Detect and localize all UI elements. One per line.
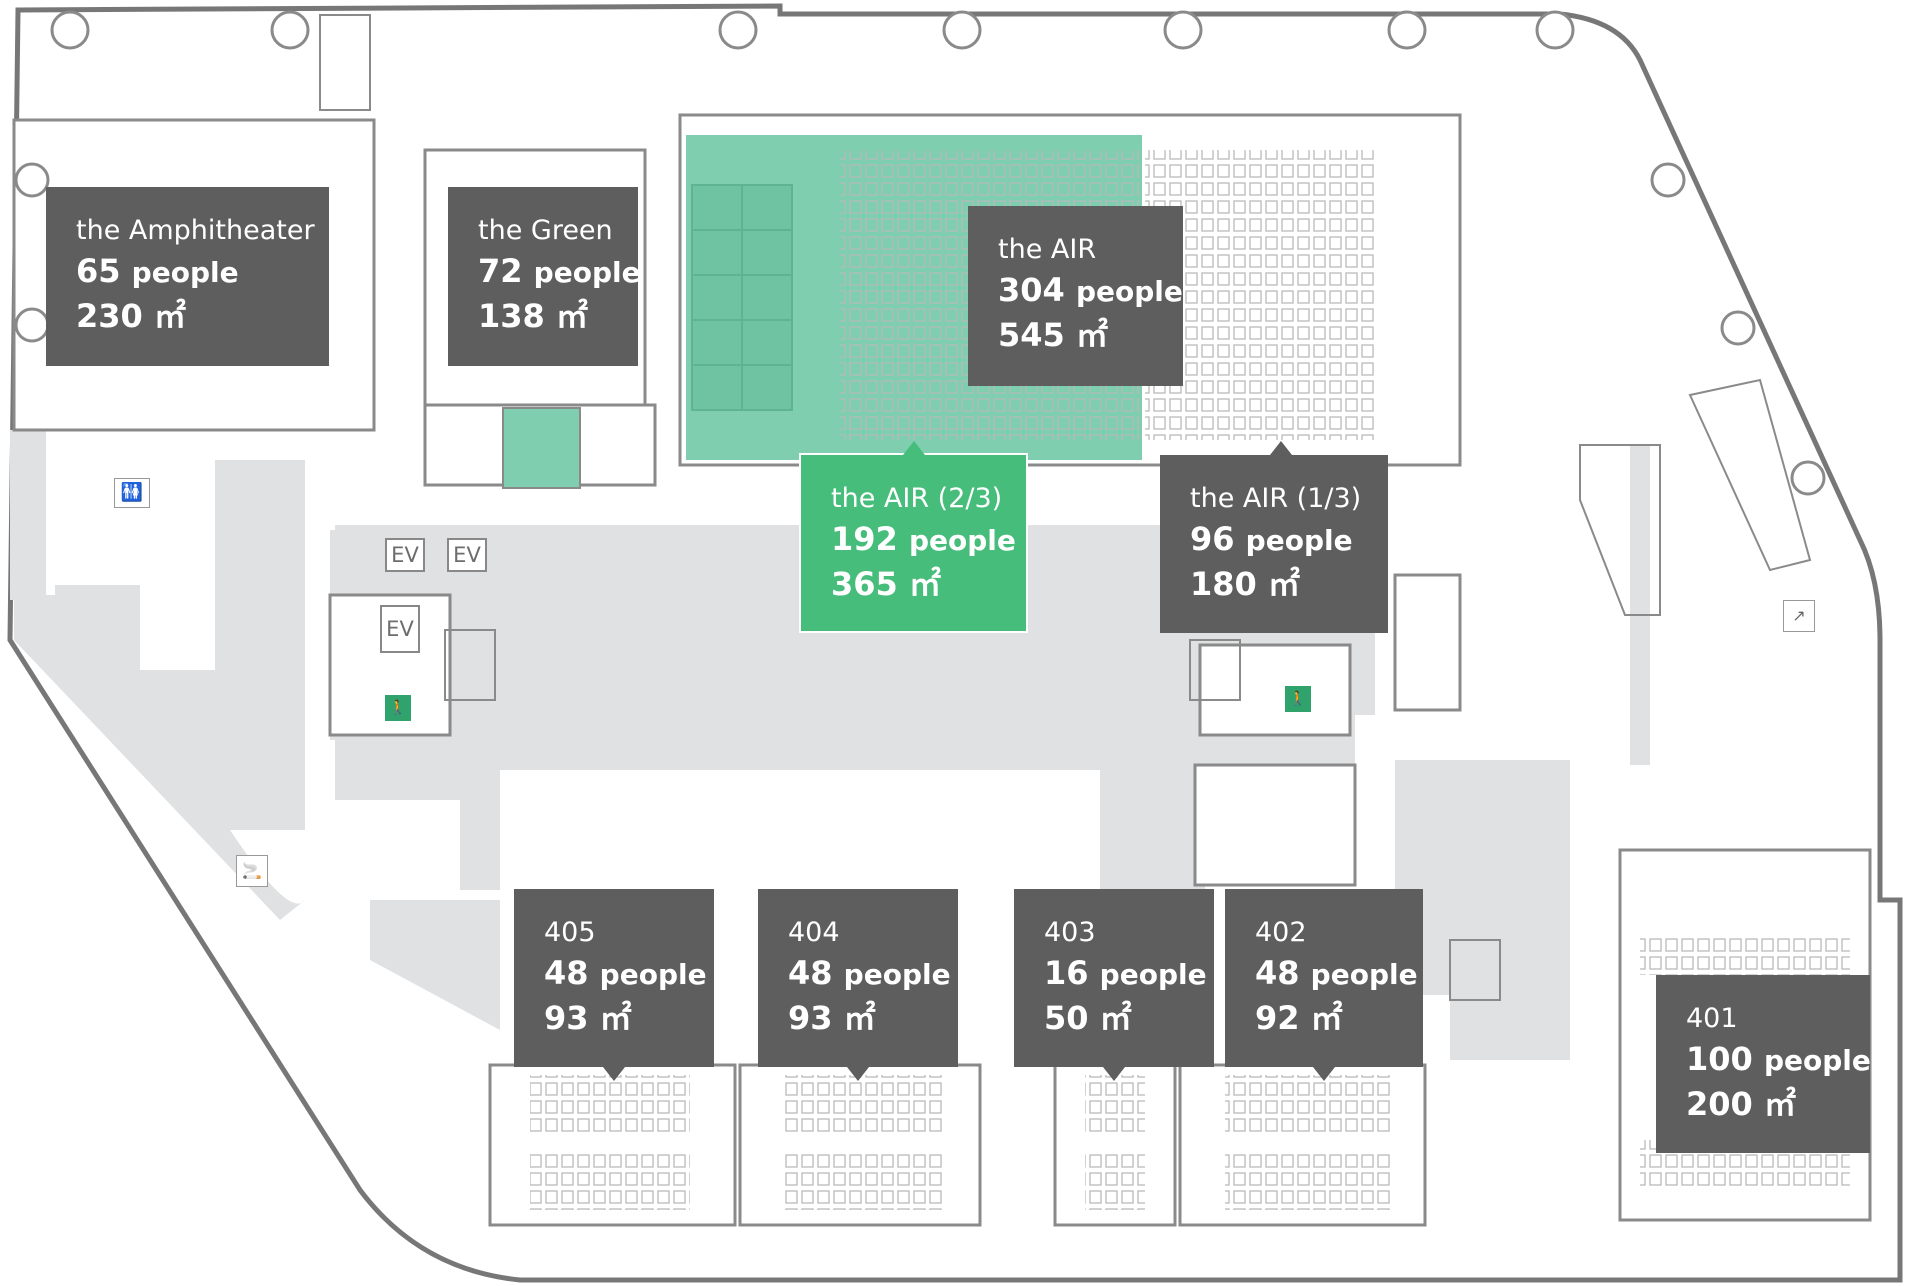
room-area: 200 ㎡ [1686, 1085, 1796, 1123]
room-area: 50 ㎡ [1044, 999, 1132, 1037]
room-name: the AIR (2/3) [831, 483, 1003, 514]
room-area: 230 ㎡ [76, 297, 186, 335]
room-name: 401 [1686, 1003, 1738, 1034]
room-callout-air-2-3[interactable]: the AIR (2/3) 192 people 365 ㎡ [799, 441, 1028, 633]
room-area: 180 ㎡ [1190, 565, 1300, 603]
room-area: 138 ㎡ [478, 297, 588, 335]
elevator-label-1: EV [385, 538, 425, 572]
room-area: 545 ㎡ [998, 316, 1108, 354]
room-callout-green[interactable]: the Green 72 people 138 ㎡ [448, 187, 641, 366]
room-name: 405 [544, 917, 596, 948]
highlight-zone-green-small [502, 407, 581, 489]
room-name: 403 [1044, 917, 1096, 948]
callout-pointer [1313, 1067, 1335, 1081]
columns [14, 10, 1826, 496]
room-area: 92 ㎡ [1255, 999, 1343, 1037]
room-callout-403[interactable]: 403 16 people 50 ㎡ [1014, 889, 1214, 1081]
elevator-label-2: EV [447, 538, 487, 572]
room-callout-401[interactable]: 401 100 people 200 ㎡ [1656, 975, 1871, 1153]
elevator-label-3: EV [380, 605, 420, 653]
room-callout-405[interactable]: 405 48 people 93 ㎡ [514, 889, 714, 1081]
room-callout-402[interactable]: 402 48 people 92 ㎡ [1225, 889, 1423, 1081]
smoking-area-icon: 🚬 [236, 855, 268, 887]
room-capacity: 48 people [788, 954, 951, 992]
room-capacity: 304 people [998, 271, 1183, 309]
room-area: 93 ㎡ [788, 999, 876, 1037]
stage-grid [691, 184, 793, 411]
room-name: 402 [1255, 917, 1307, 948]
corridor-zones [10, 430, 1650, 1060]
escalator-icon: ↗ [1783, 600, 1815, 632]
room-capacity: 192 people [831, 520, 1016, 558]
room-area: 365 ㎡ [831, 565, 941, 603]
callout-pointer [1103, 1067, 1125, 1081]
emergency-exit-icon: 🚶 [1285, 686, 1311, 712]
callout-pointer [1270, 441, 1292, 455]
restroom-icon: 🚻 [114, 478, 150, 508]
room-capacity: 48 people [544, 954, 707, 992]
room-callout-air-1-3[interactable]: the AIR (1/3) 96 people 180 ㎡ [1160, 441, 1388, 633]
room-name: the Green [478, 215, 613, 246]
room-name: the AIR (1/3) [1190, 483, 1362, 514]
room-capacity: 16 people [1044, 954, 1207, 992]
callout-pointer [847, 1067, 869, 1081]
room-capacity: 72 people [478, 252, 641, 290]
callout-pointer [903, 441, 925, 455]
room-capacity: 96 people [1190, 520, 1353, 558]
room-area: 93 ㎡ [544, 999, 632, 1037]
room-capacity: 48 people [1255, 954, 1418, 992]
callout-pointer [603, 1067, 625, 1081]
room-capacity: 65 people [76, 252, 239, 290]
room-name: the Amphitheater [76, 215, 315, 246]
stairs [319, 14, 1812, 1001]
room-callout-404[interactable]: 404 48 people 93 ㎡ [758, 889, 958, 1081]
room-callout-air[interactable]: the AIR 304 people 545 ㎡ [968, 206, 1183, 386]
room-capacity: 100 people [1686, 1040, 1871, 1078]
room-callout-amphitheater[interactable]: the Amphitheater 65 people 230 ㎡ [46, 187, 329, 366]
room-name: the AIR [998, 234, 1097, 265]
emergency-exit-icon: 🚶 [385, 695, 411, 721]
room-name: 404 [788, 917, 840, 948]
